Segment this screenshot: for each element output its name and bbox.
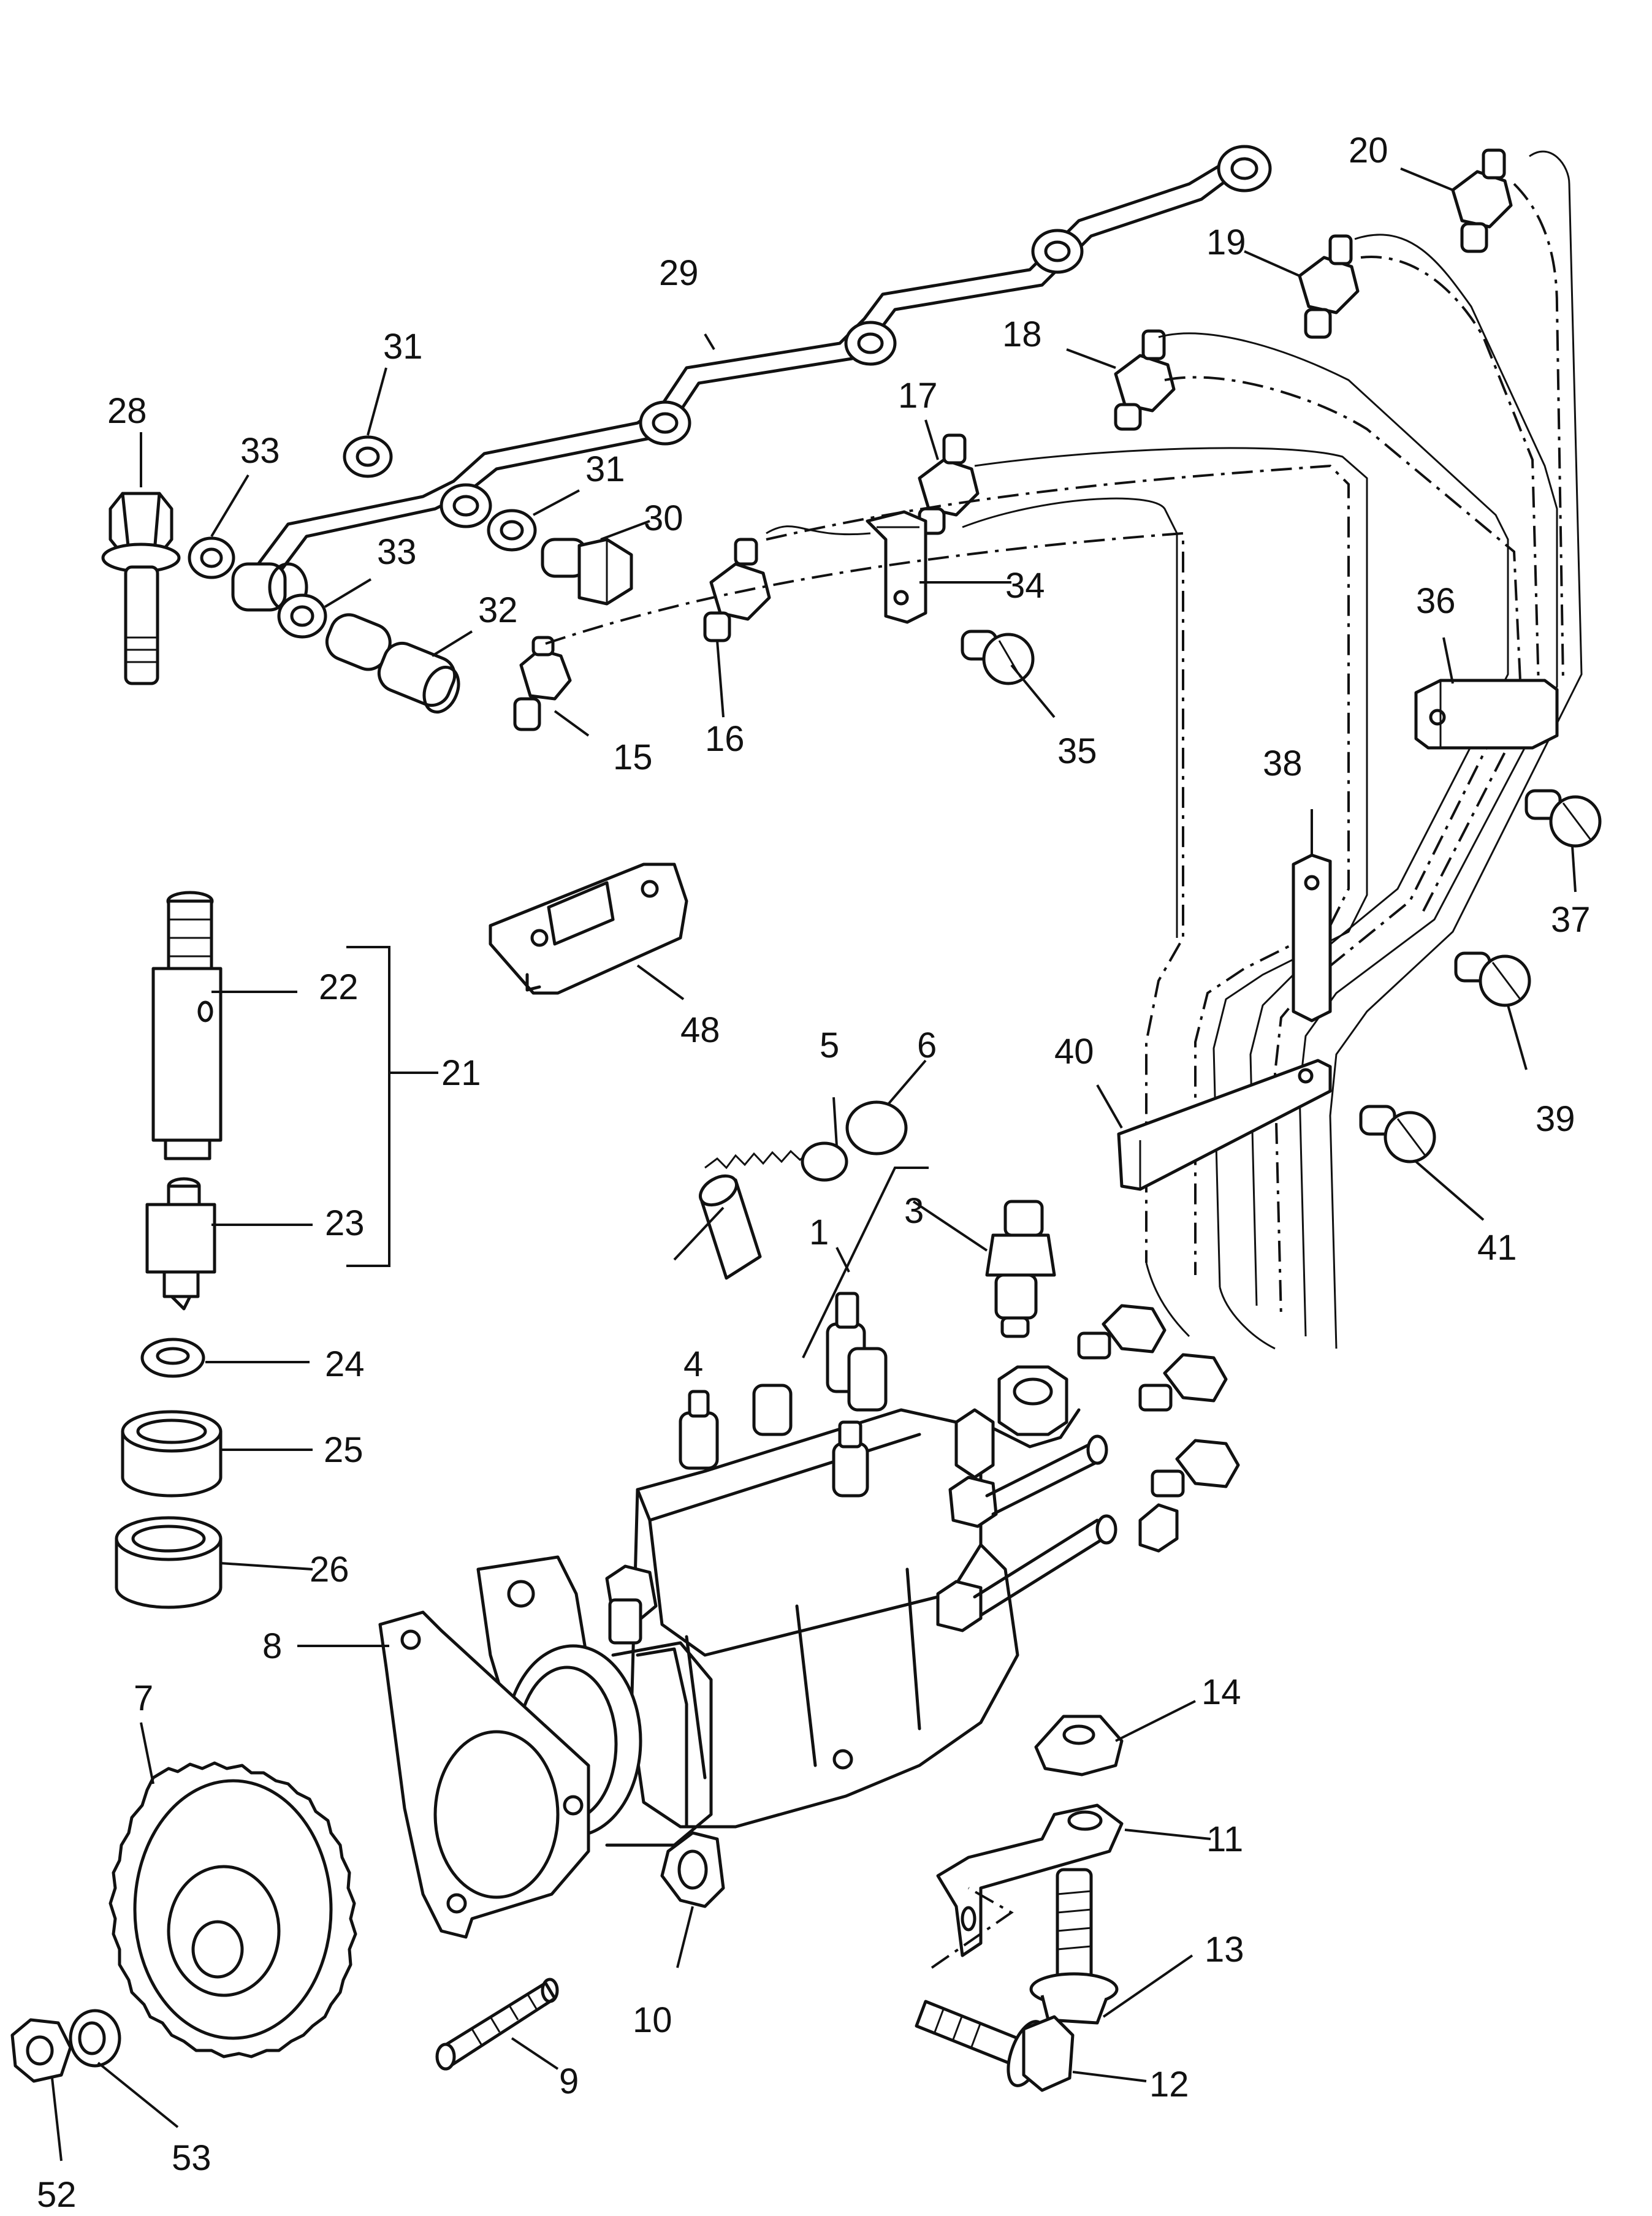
pipe-clamp-34 <box>866 510 927 624</box>
callout-5: 5 <box>820 1026 839 1065</box>
callout-13: 13 <box>1205 1930 1244 1970</box>
pipe-union-32 <box>325 613 460 714</box>
fitting-19 <box>1298 234 1360 339</box>
screw-35 <box>961 630 1035 685</box>
callout-11: 11 <box>1206 1819 1243 1859</box>
callout-3: 3 <box>904 1191 924 1231</box>
callout-14: 14 <box>1201 1672 1241 1712</box>
callout-34: 34 <box>1005 566 1045 606</box>
callout-41: 41 <box>1477 1228 1517 1268</box>
screw-37 <box>1524 789 1602 848</box>
washer-31-top <box>343 435 393 478</box>
callout-6: 6 <box>917 1026 937 1065</box>
injection-pump-body <box>476 1292 1240 1847</box>
injector-holder-22 <box>151 891 223 1160</box>
callout-16: 16 <box>705 719 745 759</box>
fitting-17 <box>918 433 980 535</box>
flange-nut-10 <box>660 1831 725 1908</box>
valve-3 <box>985 1200 1056 1338</box>
cap-4 <box>699 1174 762 1280</box>
callout-20: 20 <box>1349 131 1388 170</box>
injector-nozzle-23 <box>145 1177 216 1311</box>
cover-plate-48 <box>489 862 688 995</box>
gasket-8 <box>378 1610 590 1939</box>
injector-leak-off-pipe-29 <box>231 145 1272 612</box>
fitting-18 <box>1114 329 1176 431</box>
seal-wire-5 <box>704 1141 848 1182</box>
callout-31-top: 31 <box>383 327 423 367</box>
flange-nut-14 <box>1034 1715 1124 1776</box>
callout-4: 4 <box>683 1344 703 1384</box>
callout-35: 35 <box>1057 731 1097 771</box>
seal-6 <box>845 1100 908 1156</box>
pipe-clamp-36 <box>1414 679 1559 750</box>
callout-29: 29 <box>659 253 699 293</box>
callout-26: 26 <box>310 1550 349 1590</box>
spring-washer-53 <box>69 2009 121 2068</box>
callout-15: 15 <box>613 737 653 777</box>
callout-7: 7 <box>134 1678 153 1718</box>
callout-40: 40 <box>1054 1032 1094 1072</box>
bracket-1 <box>802 1167 929 1358</box>
callout-12: 12 <box>1149 2065 1189 2104</box>
callout-33-lower: 33 <box>377 532 417 572</box>
sleeve-26 <box>115 1516 223 1609</box>
callout-17: 17 <box>898 376 938 416</box>
callout-19: 19 <box>1206 223 1246 262</box>
callout-39: 39 <box>1536 1099 1575 1139</box>
callout-24: 24 <box>325 1344 365 1384</box>
pipe-clamp-40 <box>1117 1059 1332 1191</box>
callout-1: 1 <box>809 1213 829 1252</box>
screw-41 <box>1359 1105 1436 1163</box>
callout-52: 52 <box>37 2175 77 2215</box>
drive-gear-7 <box>108 1761 357 2058</box>
bolt-12 <box>915 2000 1075 2092</box>
stud-9 <box>435 1978 559 2071</box>
callout-25: 25 <box>324 1430 364 1470</box>
callout-37: 37 <box>1551 900 1591 940</box>
fitting-20 <box>1451 148 1513 253</box>
bolt-13 <box>1029 1868 1119 2025</box>
leader-lines <box>51 167 1577 2161</box>
seal-washer-24 <box>140 1338 205 1378</box>
callout-10: 10 <box>633 2000 672 2040</box>
callout-23: 23 <box>325 1203 365 1243</box>
injector-bracket-21 <box>346 946 390 1267</box>
callout-labels: 1 3 4 5 6 7 8 9 10 11 12 13 14 15 16 17 … <box>37 131 1591 2215</box>
fitting-16 <box>703 538 771 642</box>
callout-36: 36 <box>1416 581 1456 621</box>
pipe-clamp-38 <box>1292 853 1332 1022</box>
callout-48: 48 <box>680 1010 720 1050</box>
callout-30: 30 <box>644 498 683 538</box>
callout-9: 9 <box>559 2062 579 2101</box>
callout-31-right: 31 <box>585 449 625 489</box>
callout-21: 21 <box>441 1053 481 1093</box>
bracket-11-mounting-path <box>931 1887 1014 1969</box>
banjo-bolt-28 <box>101 492 181 685</box>
callout-33-top: 33 <box>240 431 280 471</box>
nut-52 <box>10 2018 72 2083</box>
washer-33-left <box>188 536 235 579</box>
bracket-11 <box>936 1803 1124 1957</box>
sleeve-25 <box>121 1410 223 1498</box>
callout-8: 8 <box>262 1626 282 1666</box>
callout-53: 53 <box>172 2138 211 2178</box>
callout-28: 28 <box>107 391 147 431</box>
callout-38: 38 <box>1263 744 1303 783</box>
callout-32: 32 <box>478 590 518 630</box>
callout-22: 22 <box>319 967 359 1007</box>
screw-39 <box>1454 951 1531 1007</box>
washer-33-lower <box>277 593 327 639</box>
callout-18: 18 <box>1002 314 1042 354</box>
bolt-30 <box>541 538 633 606</box>
high-pressure-pipe-set <box>545 150 1583 1350</box>
washer-31-right <box>487 509 537 552</box>
